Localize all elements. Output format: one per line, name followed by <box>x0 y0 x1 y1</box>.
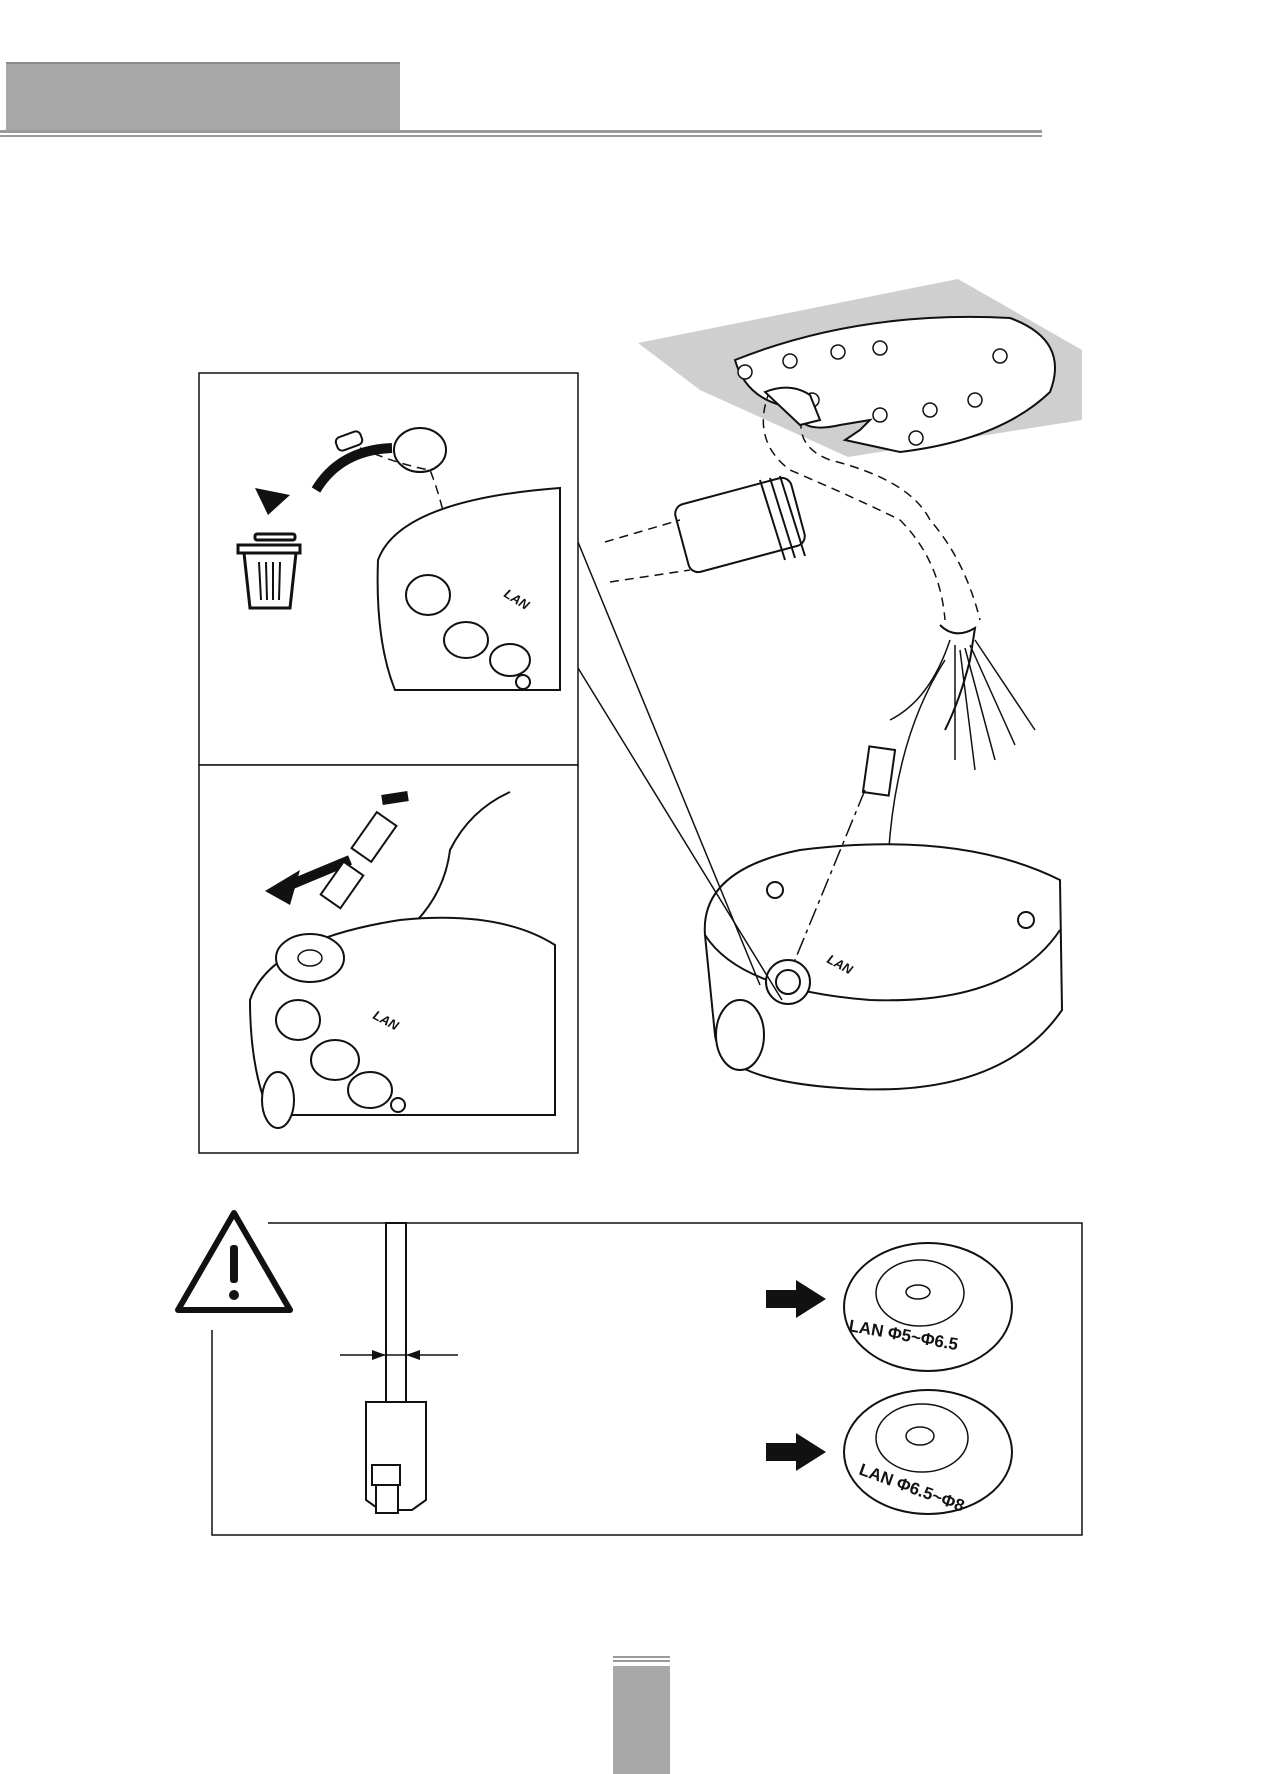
arrow-right-icon <box>766 1280 826 1318</box>
arrow-right-icon <box>766 1433 826 1471</box>
page-number-tab <box>613 1656 670 1774</box>
cable-gland <box>673 476 807 575</box>
junction-box-main <box>705 844 1062 1089</box>
warning-icon <box>178 1213 290 1310</box>
callout-line-2 <box>578 668 782 1000</box>
trash-icon <box>238 534 300 608</box>
straight-arrow <box>382 796 408 800</box>
lan-cable-diagram <box>366 1223 426 1513</box>
gland-dash-top <box>605 520 680 542</box>
junction-box-detail-bottom <box>250 918 555 1128</box>
cable-bundle <box>940 625 975 730</box>
rj45-plug-main <box>863 746 895 795</box>
gland-dash-bottom <box>610 570 690 582</box>
grommet-small <box>844 1243 1012 1371</box>
